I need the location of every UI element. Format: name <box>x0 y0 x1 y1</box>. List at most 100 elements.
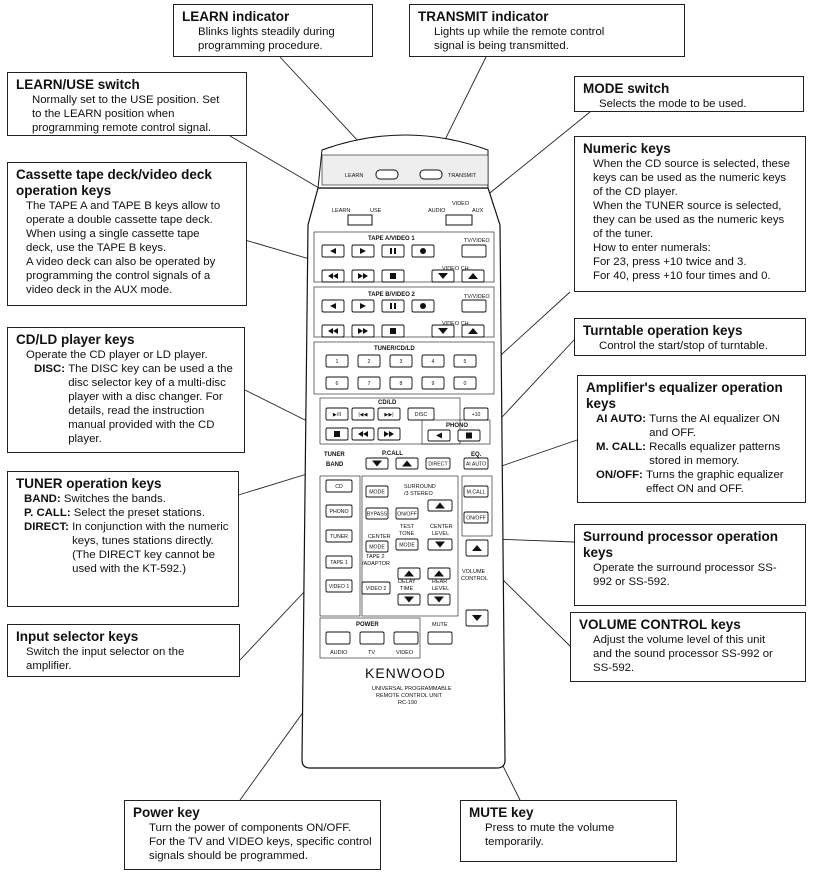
svg-text:▶/II: ▶/II <box>333 412 341 418</box>
pcall-label: P.CALL <box>382 451 403 457</box>
callout-title: TUNER operation keys <box>16 476 162 491</box>
callout-line: programming procedure. <box>198 40 323 52</box>
rewind-play-button[interactable] <box>321 244 345 258</box>
numeric-key[interactable]: 8 <box>389 376 413 390</box>
stop-button[interactable] <box>411 244 435 258</box>
stop-button[interactable] <box>411 299 435 313</box>
callout-line: Press to mute the volume <box>485 822 615 834</box>
video-ch-label-a: VIDEO CH. <box>442 266 471 272</box>
cd-button[interactable]: CD <box>325 479 353 493</box>
play-button[interactable] <box>351 299 375 313</box>
numeric-key[interactable]: 0 <box>453 376 477 390</box>
video-ch-up-button[interactable] <box>461 324 485 338</box>
control-label: CONTROL <box>461 576 488 582</box>
eq-onoff-button[interactable]: ON/OFF <box>463 511 489 524</box>
volume-down-button[interactable] <box>465 609 489 627</box>
pause-button[interactable] <box>381 244 405 258</box>
cd-ld-label: CD/LD <box>378 400 397 406</box>
tv-power-button[interactable] <box>359 631 385 645</box>
numeric-key[interactable]: 9 <box>421 376 445 390</box>
callout-line: Switch the input selector on the <box>26 646 185 658</box>
disc-button[interactable]: DISC <box>407 407 435 421</box>
tv-video-button[interactable] <box>461 244 487 258</box>
svg-text:DIRECT: DIRECT <box>428 462 448 468</box>
rewind-play-button[interactable] <box>321 299 345 313</box>
callout-line: A video deck can also be operated by <box>26 256 216 268</box>
ai-auto-button[interactable]: AI AUTO <box>463 457 489 470</box>
tuner-button[interactable]: TUNER <box>325 529 353 543</box>
volume-up-button[interactable] <box>465 539 489 557</box>
callout-line: programming the control signals of a <box>26 270 211 282</box>
subtitle-1: UNIVERSAL PROGRAMMABLE <box>372 686 452 692</box>
video-ch-down-button[interactable] <box>431 269 455 283</box>
video2-button[interactable]: VIDEO 2 <box>361 581 391 595</box>
def-term: DIRECT: <box>24 521 69 533</box>
learn-use-switch[interactable] <box>347 214 373 226</box>
pcall-down-button[interactable] <box>365 457 389 470</box>
stop-button-2[interactable] <box>381 269 405 283</box>
numeric-key[interactable]: 3 <box>389 354 413 368</box>
callout-line: When the CD source is selected, these <box>593 158 790 170</box>
cd-next-button[interactable]: ▶▶| <box>377 407 401 421</box>
center-level-up-button[interactable] <box>427 499 453 512</box>
phono-stop-button[interactable] <box>457 429 481 442</box>
numeric-keys-callout: Numeric keys When the CD source is selec… <box>574 136 806 292</box>
numeric-key[interactable]: 2 <box>357 354 381 368</box>
onoff-button[interactable]: ON/OFF <box>395 507 419 520</box>
tape1-button[interactable]: TAPE 1 <box>325 555 353 569</box>
tv-video-button[interactable] <box>461 299 487 313</box>
delay-down-button[interactable] <box>397 593 421 606</box>
center-mode-button[interactable]: MODE <box>365 540 389 553</box>
callout-line: keys can be used as the numeric keys <box>593 172 787 184</box>
numeric-key[interactable]: 7 <box>357 376 381 390</box>
play-button[interactable] <box>351 244 375 258</box>
audio-label: AUDIO <box>428 208 446 214</box>
svg-text:7: 7 <box>368 381 371 387</box>
audio-power-button[interactable] <box>325 631 351 645</box>
fast-forward-button[interactable] <box>351 324 375 338</box>
numeric-key[interactable]: 5 <box>453 354 477 368</box>
learn-indicator-callout: LEARN indicator Blinks lights steadily d… <box>173 4 373 57</box>
pcall-up-button[interactable] <box>395 457 419 470</box>
phono-button[interactable]: PHONO <box>325 504 353 518</box>
phono-play-button[interactable] <box>427 429 451 442</box>
cd-stop-button[interactable] <box>325 427 349 441</box>
def-desc: Switches the bands. <box>63 493 166 505</box>
rear-down-button[interactable] <box>427 593 451 606</box>
plus10-button[interactable]: +10 <box>463 407 489 421</box>
level-label-2: LEVEL <box>432 586 449 592</box>
stop-button-2[interactable] <box>381 324 405 338</box>
rear-label: REAR <box>432 579 447 585</box>
numeric-key[interactable]: 1 <box>325 354 349 368</box>
fast-forward-button[interactable] <box>351 269 375 283</box>
numeric-key[interactable]: 4 <box>421 354 445 368</box>
svg-text:1: 1 <box>336 359 339 365</box>
video1-button[interactable]: VIDEO 1 <box>325 579 353 593</box>
center-level-down-button[interactable] <box>427 538 453 551</box>
mcall-button[interactable]: M.CALL <box>463 485 489 498</box>
video-ch-down-button[interactable] <box>431 324 455 338</box>
fast-rewind-button[interactable] <box>321 324 345 338</box>
test-tone-mode-button[interactable]: MODE <box>395 538 419 551</box>
cd-rewind-button[interactable] <box>351 427 375 441</box>
mute-button[interactable] <box>427 631 453 645</box>
delay-up-button[interactable] <box>397 567 421 580</box>
pause-button[interactable] <box>381 299 405 313</box>
direct-button[interactable]: DIRECT <box>425 457 451 470</box>
video-ch-up-button[interactable] <box>461 269 485 283</box>
cd-prev-button[interactable]: |◀◀ <box>351 407 375 421</box>
test-label: TEST <box>400 524 415 530</box>
cd-forward-button[interactable] <box>377 427 401 441</box>
mode-button[interactable]: MODE <box>365 485 389 498</box>
rear-up-button[interactable] <box>427 567 451 580</box>
video-power-button[interactable] <box>393 631 419 645</box>
cd-play-pause-button[interactable]: ▶/II <box>325 407 349 421</box>
numeric-key[interactable]: 6 <box>325 376 349 390</box>
power-label: POWER <box>356 622 379 628</box>
fast-rewind-button[interactable] <box>321 269 345 283</box>
callout-line: to the LEARN position when <box>32 108 175 120</box>
mode-switch[interactable] <box>445 214 473 226</box>
bypass-button[interactable]: BYPASS <box>365 507 389 520</box>
audio-btn-label: AUDIO <box>330 650 348 656</box>
